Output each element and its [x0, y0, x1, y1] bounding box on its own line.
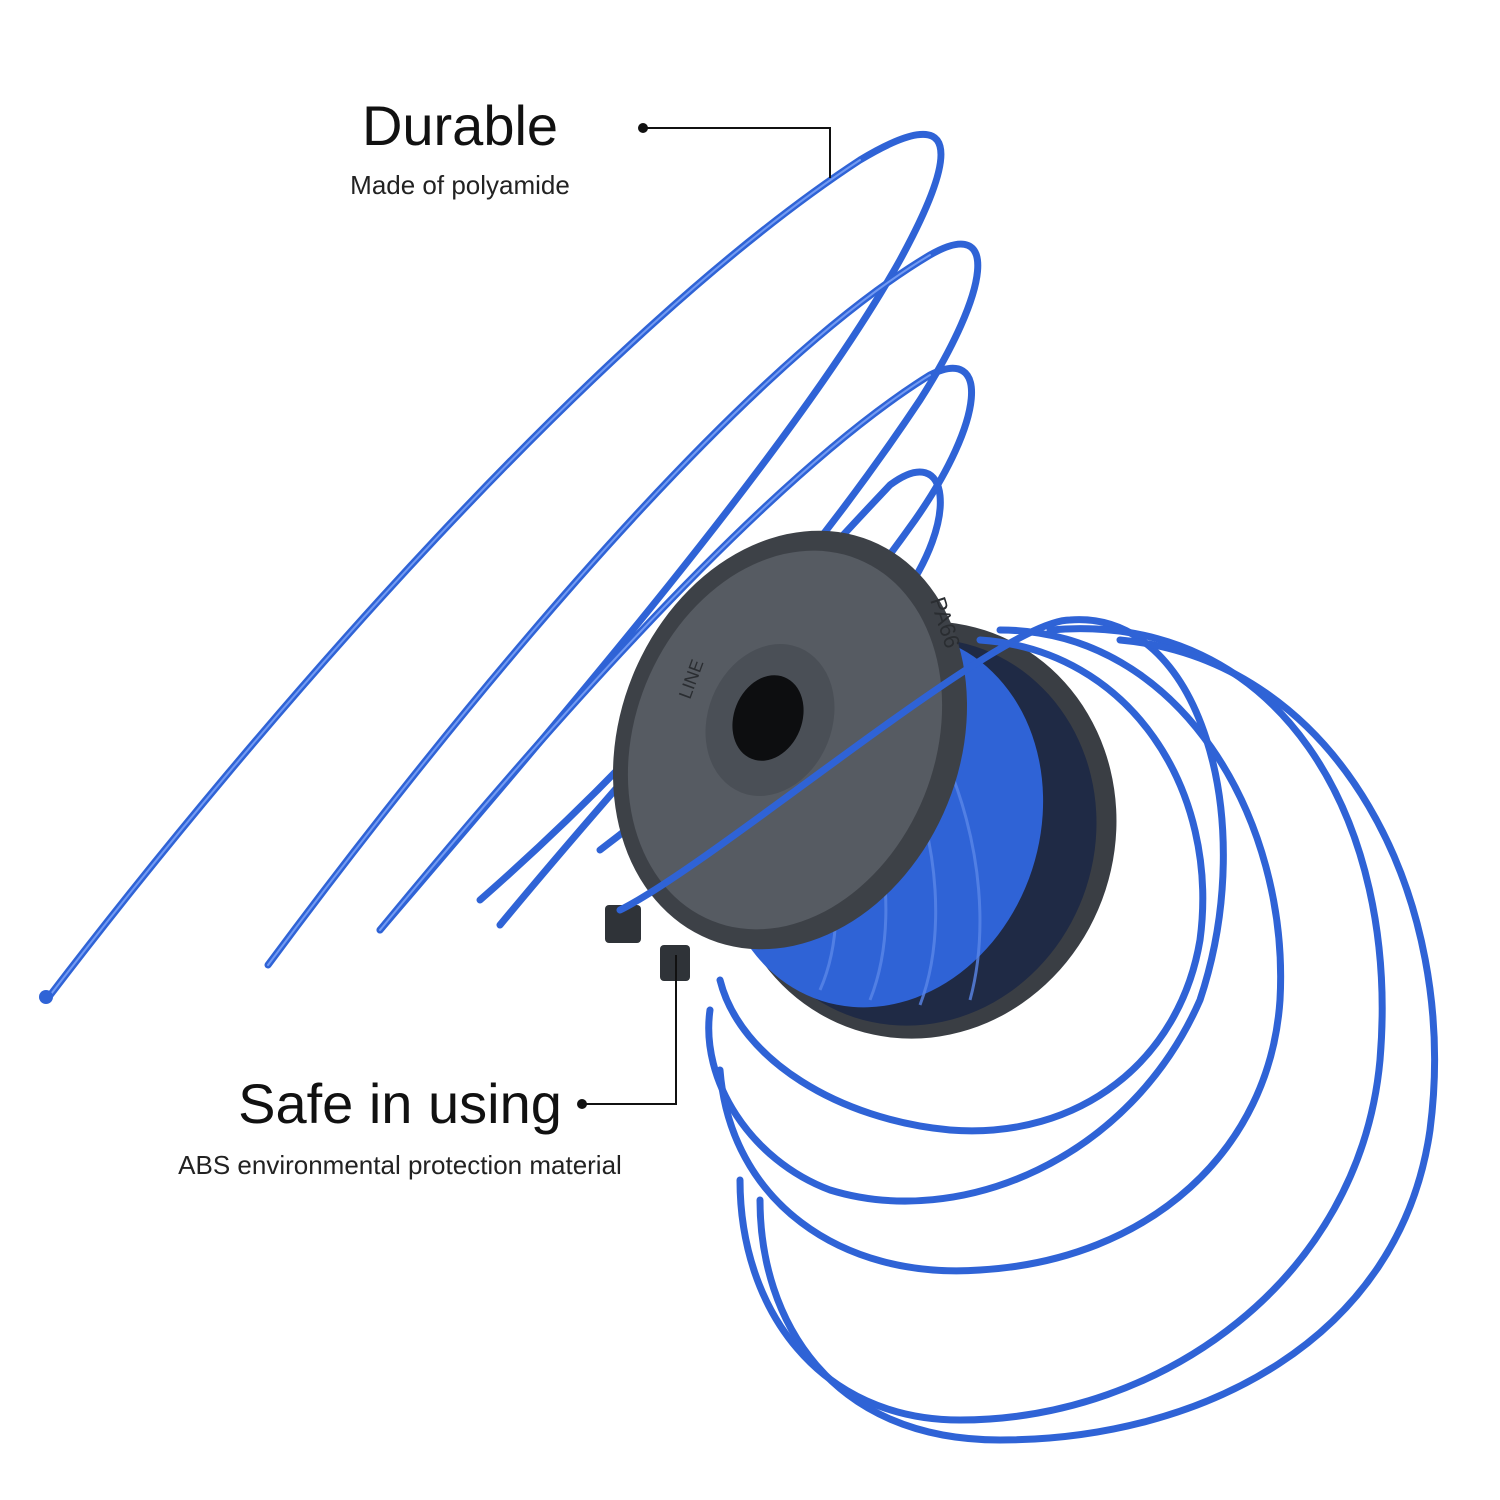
- durable-callout: Durable Made of polyamide: [300, 94, 620, 200]
- durable-connector: [643, 127, 831, 178]
- durable-connector-dot: [638, 123, 648, 133]
- durable-title: Durable: [361, 94, 559, 157]
- spool-center-hole: [732, 675, 804, 761]
- safe-connector-dot: [577, 1099, 587, 1109]
- spool: PA66 LINE: [605, 530, 1117, 1039]
- line-highlights: [47, 159, 931, 999]
- safe-subtitle: ABS environmental protection material: [178, 1150, 622, 1180]
- safe-connector: [582, 955, 677, 1105]
- safe-callout: Safe in using ABS environmental protecti…: [120, 1072, 680, 1180]
- callout-connectors: [582, 127, 831, 1105]
- right-line-coils: [616, 616, 1439, 1444]
- durable-subtitle: Made of polyamide: [350, 170, 570, 200]
- line-end-dot: [39, 990, 53, 1004]
- safe-title: Safe in using: [238, 1072, 562, 1135]
